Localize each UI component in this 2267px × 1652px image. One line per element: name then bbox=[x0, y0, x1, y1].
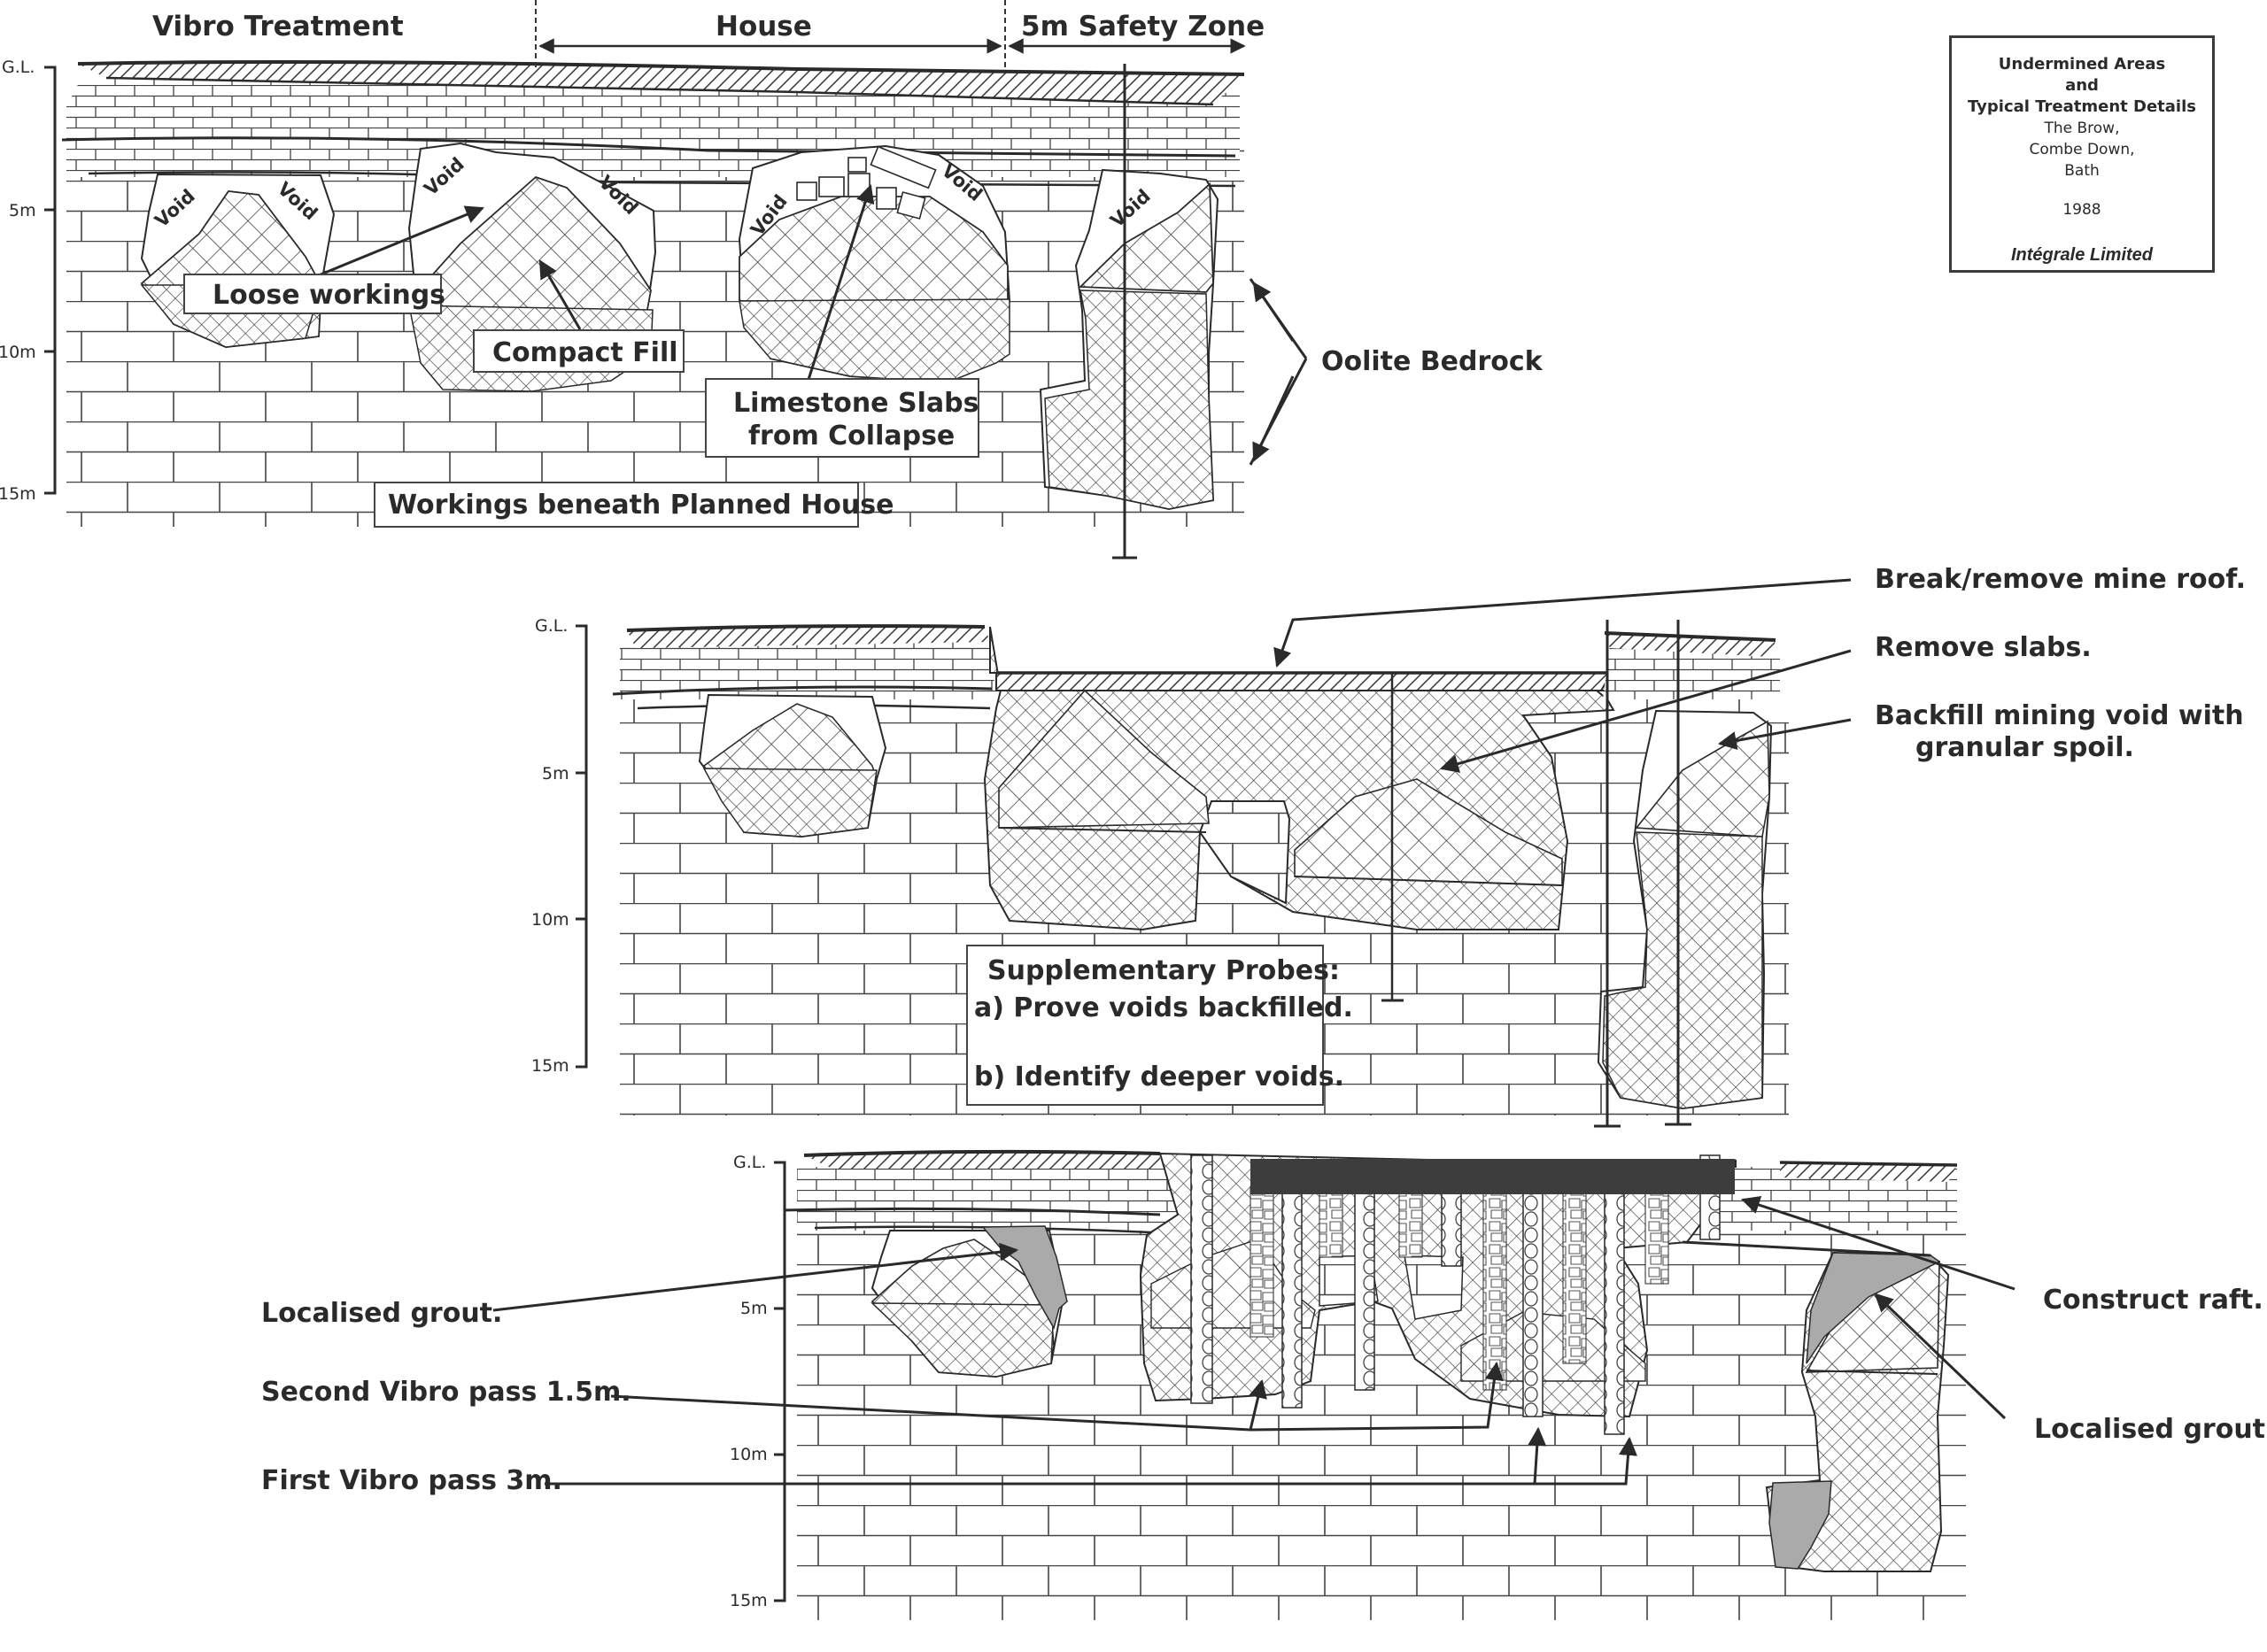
cavity-left-grouted bbox=[870, 1225, 1068, 1378]
title-year: 1988 bbox=[2062, 201, 2101, 219]
break-roof-callout: Break/remove mine roof. bbox=[1273, 564, 2246, 668]
workings-callout: Workings beneath Planned House bbox=[374, 482, 894, 528]
cavity-3: Void Void bbox=[738, 144, 1011, 384]
raft-label: Construct raft. bbox=[2043, 1285, 2263, 1316]
panel-excavation: G.L. 5m 10m 15m bbox=[531, 564, 2246, 1128]
scale-15m: 15m bbox=[531, 1056, 569, 1076]
title-line-2: and bbox=[2065, 76, 2099, 95]
depth-scale-3: G.L. 5m 10m 15m bbox=[730, 1153, 786, 1610]
second-pass-callout: Second Vibro pass 1.5m. bbox=[261, 1361, 1504, 1432]
limestone-slabs-callout: Limestone Slabs from Collapse bbox=[705, 184, 979, 458]
backfill-callout: Backfill mining void with granular spoil… bbox=[1717, 700, 2244, 763]
loose-workings-callout: Loose workings bbox=[183, 205, 484, 314]
zone-house-label: House bbox=[716, 11, 812, 42]
cavity-right bbox=[1594, 620, 1773, 1128]
grout-fill bbox=[1806, 1252, 1941, 1364]
first-pass-callout: First Vibro pass 3m. bbox=[261, 1426, 1637, 1496]
loose-workings-label: Loose workings bbox=[213, 280, 445, 311]
title-block: Undermined Areas and Typical Treatment D… bbox=[1949, 35, 2215, 273]
concrete-raft bbox=[1250, 1159, 1735, 1194]
grout-right-callout: Localised grout. bbox=[1874, 1293, 2267, 1445]
scale-5m: 5m bbox=[542, 764, 569, 784]
first-pass-label: First Vibro pass 3m. bbox=[261, 1465, 562, 1496]
probes-item-a: a) Prove voids backfilled. bbox=[974, 992, 1353, 1023]
zone-safety-label: 5m Safety Zone bbox=[1021, 11, 1265, 42]
supplementary-probes-box: Supplementary Probes: a) Prove voids bac… bbox=[966, 945, 1353, 1106]
scale-15m: 15m bbox=[0, 484, 36, 504]
scale-gl: G.L. bbox=[2, 58, 35, 77]
grout-right-label: Localised grout. bbox=[2034, 1414, 2267, 1445]
raft-callout: Construct raft. bbox=[1682, 1195, 2263, 1316]
vibro-columns-first-pass bbox=[1190, 1154, 1721, 1435]
remove-slabs-label: Remove slabs. bbox=[1875, 632, 2092, 663]
probes-heading: Supplementary Probes: bbox=[987, 955, 1340, 986]
grout-left-callout: Localised grout. bbox=[261, 1242, 1019, 1329]
probes-item-b: b) Identify deeper voids. bbox=[974, 1061, 1344, 1092]
depth-scale-1: G.L. 5m 10m 15m bbox=[0, 58, 57, 504]
thin-beds-right bbox=[1603, 645, 1780, 699]
scale-10m: 10m bbox=[0, 343, 36, 362]
cavity-4: Void bbox=[1039, 64, 1219, 560]
topsoil bbox=[804, 1151, 1160, 1169]
scale-10m: 10m bbox=[531, 910, 569, 930]
cavity-right-grouted bbox=[1765, 1251, 1950, 1572]
compact-fill-label: Compact Fill bbox=[492, 337, 678, 368]
title-line-1: Undermined Areas bbox=[1998, 55, 2166, 73]
oolite-bedrock-callout: Oolite Bedrock bbox=[1249, 278, 1544, 466]
workings-label: Workings beneath Planned House bbox=[388, 490, 894, 521]
thin-beds-left bbox=[620, 642, 996, 699]
second-pass-label: Second Vibro pass 1.5m. bbox=[261, 1377, 631, 1408]
panel-treatment: G.L. 5m 10m 15m bbox=[261, 1149, 2267, 1620]
location-line-1: The Brow, bbox=[2044, 120, 2120, 137]
cavity-1: Void Void bbox=[140, 173, 336, 349]
location-line-2: Combe Down, bbox=[2029, 141, 2135, 158]
title-line-3: Typical Treatment Details bbox=[1968, 97, 2196, 116]
scale-15m: 15m bbox=[730, 1591, 768, 1610]
limestone-slabs-label-2: from Collapse bbox=[748, 421, 955, 452]
limestone-slabs bbox=[796, 145, 937, 220]
backfill-label-2: granular spoil. bbox=[1915, 732, 2134, 763]
grout-left-label: Localised grout. bbox=[261, 1298, 502, 1329]
scale-5m: 5m bbox=[740, 1299, 768, 1318]
location-line-3: Bath bbox=[2064, 162, 2100, 180]
backfill-label-1: Backfill mining void with bbox=[1875, 700, 2244, 731]
depth-scale-2: G.L. 5m 10m 15m bbox=[531, 616, 588, 1076]
oolite-bedrock-label: Oolite Bedrock bbox=[1321, 346, 1544, 377]
zone-vibro-label: Vibro Treatment bbox=[152, 11, 404, 42]
scale-gl: G.L. bbox=[535, 616, 568, 636]
break-roof-label: Break/remove mine roof. bbox=[1875, 564, 2246, 595]
scale-gl: G.L. bbox=[733, 1153, 766, 1172]
scale-10m: 10m bbox=[730, 1445, 768, 1464]
topsoil-left bbox=[627, 626, 990, 648]
scale-5m: 5m bbox=[9, 201, 36, 220]
compact-fill-callout: Compact Fill bbox=[473, 259, 685, 373]
remove-slabs-callout: Remove slabs. bbox=[1439, 632, 2092, 773]
company-name: Intégrale Limited bbox=[2010, 245, 2154, 265]
panel-existing-workings: G.L. 5m 10m 15m Vibro Treatment House 5m… bbox=[0, 0, 1544, 560]
limestone-slabs-label-1: Limestone Slabs bbox=[733, 388, 979, 419]
cavity-left bbox=[698, 693, 887, 838]
grout-fill bbox=[1768, 1480, 1832, 1570]
